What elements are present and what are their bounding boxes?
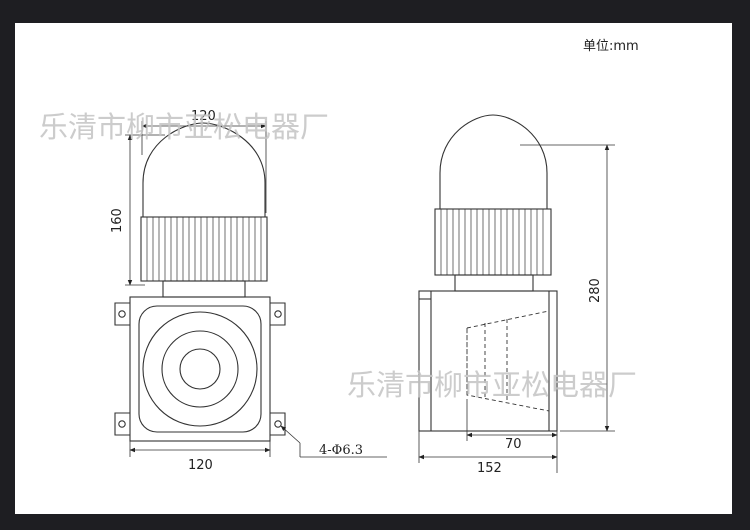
watermark-top: 乐清市柳市亚松电器厂	[39, 110, 329, 144]
front-view	[114, 122, 286, 442]
horn-middle-ring	[161, 330, 239, 408]
horn-outline	[466, 310, 550, 412]
dim-total-depth: 152	[477, 461, 502, 476]
side-neck	[454, 274, 534, 292]
front-inner-panel	[138, 305, 262, 433]
mount-hole	[118, 420, 126, 428]
dim-lamp-height: 160	[110, 208, 125, 233]
unit-label: 单位:mm	[583, 39, 639, 54]
technical-drawing: 单位:mm	[39, 39, 639, 476]
side-dimensions	[418, 144, 615, 473]
horn-outer-ring	[142, 311, 258, 427]
side-ribs	[440, 209, 544, 275]
mount-hole	[118, 310, 126, 318]
side-ribbed-band	[434, 208, 552, 276]
side-view	[418, 114, 558, 432]
flange-bottom-left	[114, 412, 130, 436]
mount-holes-note: 4-Φ6.3	[319, 443, 363, 458]
flange-top-right	[270, 302, 286, 326]
dim-front-top-width: 120	[191, 109, 216, 124]
dim-total-height: 280	[588, 278, 603, 303]
horn-inner-ring	[179, 348, 221, 390]
side-dome	[439, 114, 548, 209]
front-ribs	[146, 217, 262, 281]
front-box	[129, 296, 271, 442]
dim-horn-depth: 70	[505, 437, 522, 452]
front-dimensions	[125, 121, 387, 458]
flange-bottom-right	[270, 412, 286, 436]
mount-hole	[274, 420, 282, 428]
dim-front-base-width: 120	[188, 458, 213, 473]
side-box	[418, 290, 558, 432]
watermark-bottom: 乐清市柳市亚松电器厂	[347, 368, 637, 402]
mount-hole	[274, 310, 282, 318]
front-ribbed-band	[140, 216, 268, 282]
front-neck	[162, 280, 246, 298]
drawing-sheet: 单位:mm	[15, 23, 732, 514]
flange-top-left	[114, 302, 130, 326]
front-dome	[142, 122, 266, 217]
